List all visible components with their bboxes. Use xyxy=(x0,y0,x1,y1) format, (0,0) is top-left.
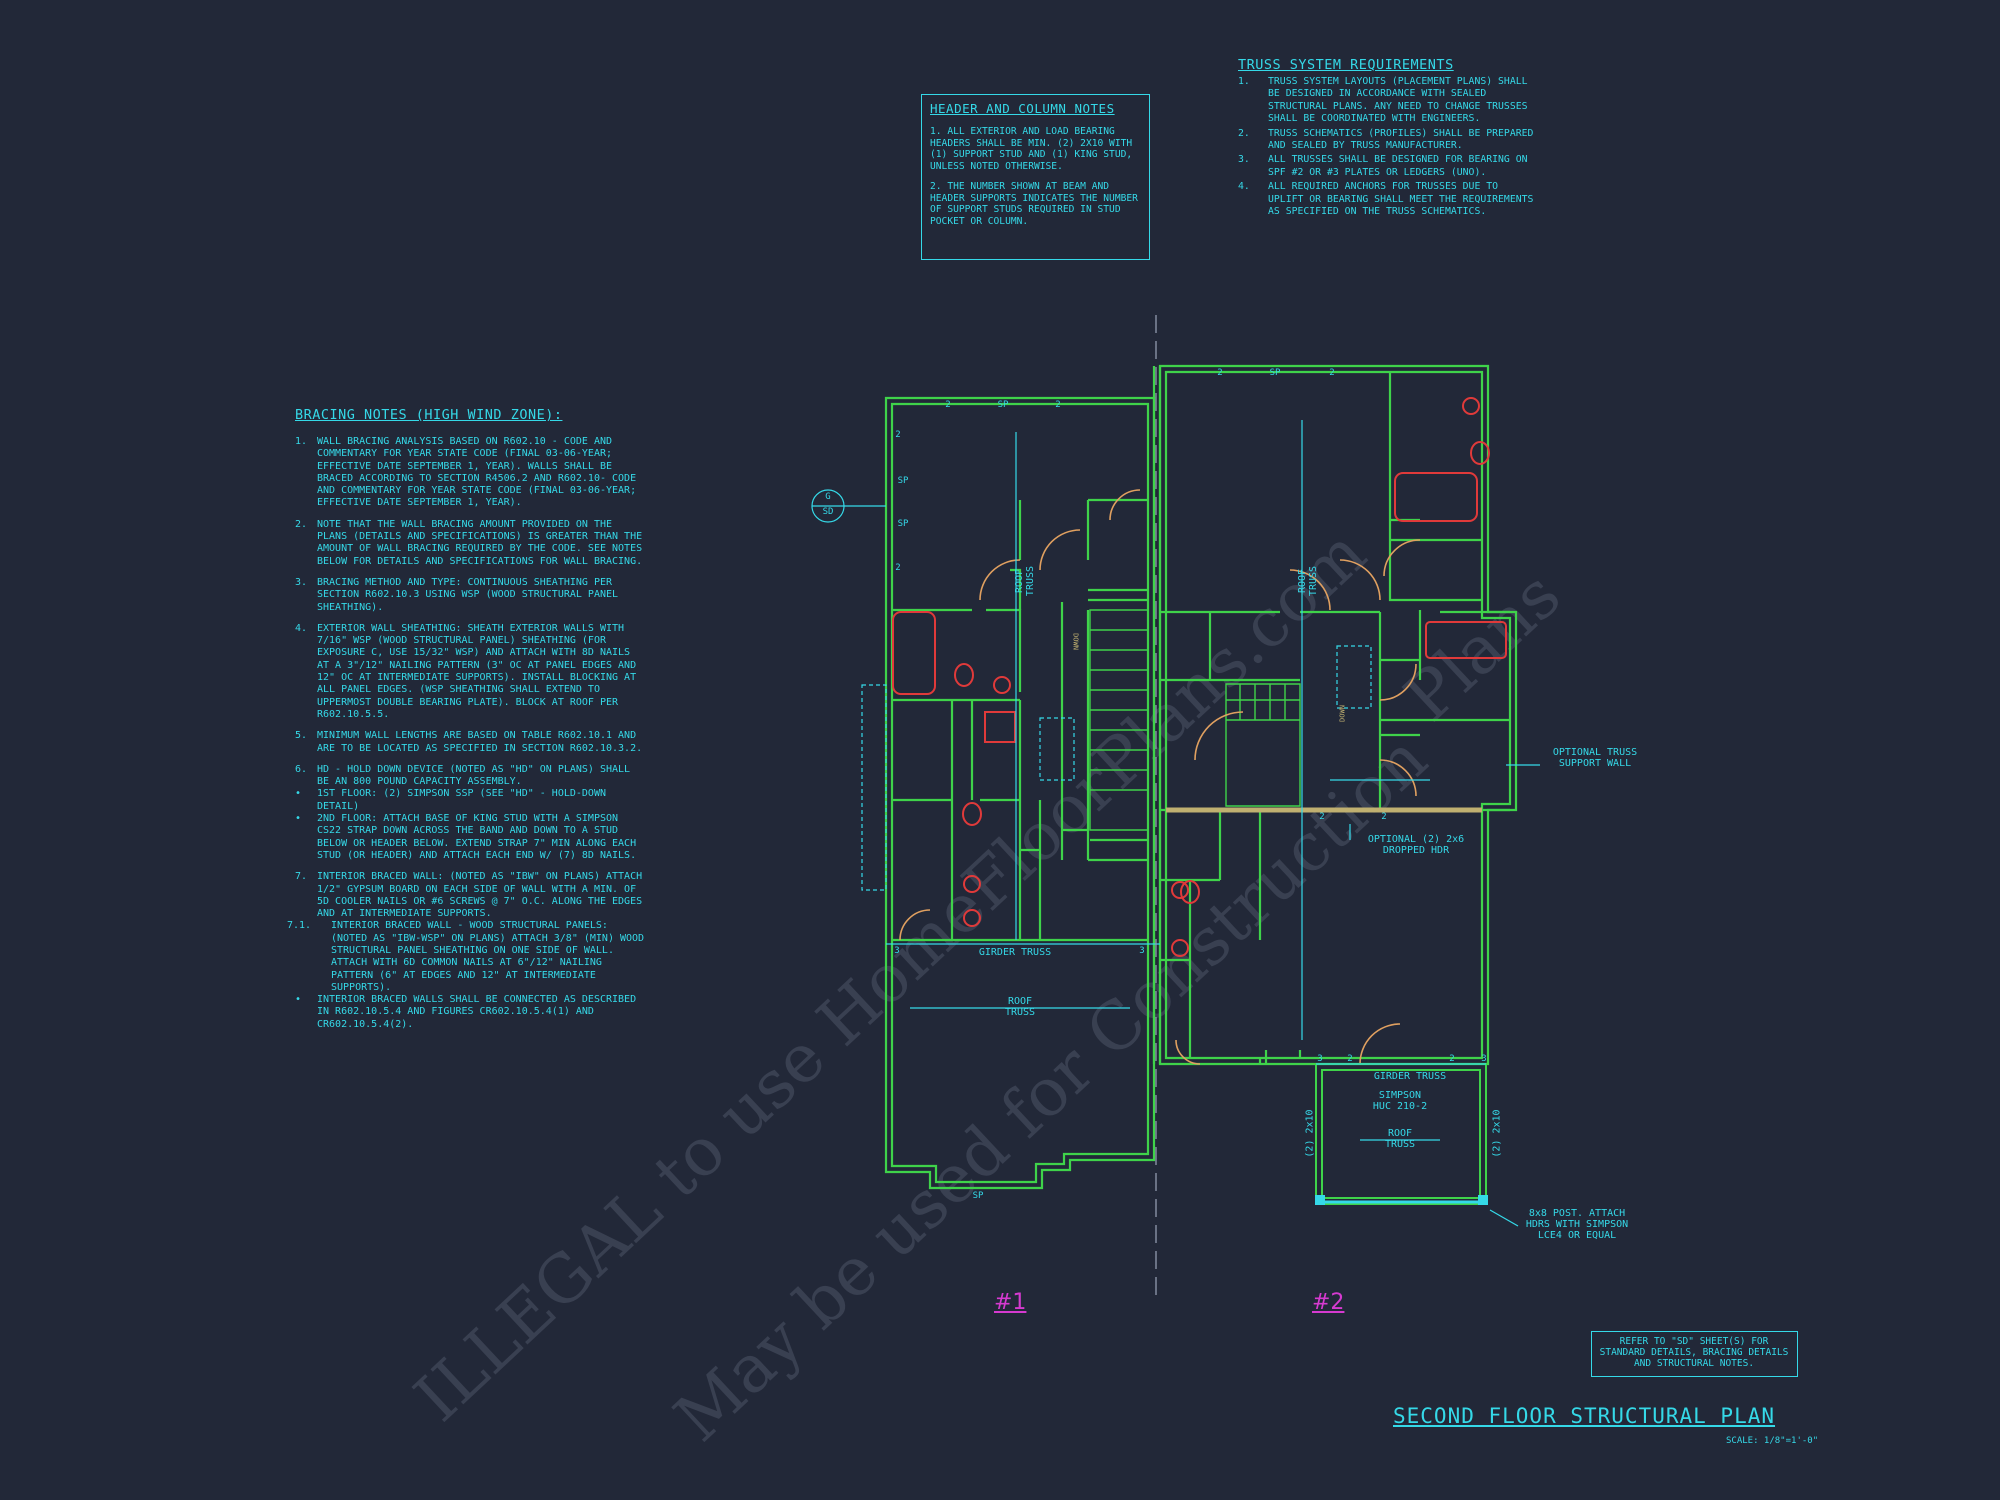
header-note-1: 1. ALL EXTERIOR AND LOAD BEARING HEADERS… xyxy=(930,126,1133,172)
roof-truss-vertical-1: ROOF TRUSS xyxy=(1014,565,1036,597)
sp-mark-2: SP xyxy=(1269,368,1281,378)
sp-mark-4: SP xyxy=(897,519,909,529)
truss-note-1: 1.TRUSS SYSTEM LAYOUTS (PLACEMENT PLANS)… xyxy=(1238,76,1528,125)
posts xyxy=(1315,1195,1488,1205)
doors xyxy=(899,489,1421,1065)
refer-note: REFER TO "SD" SHEET(S) FOR STANDARD DETA… xyxy=(1599,1336,1789,1369)
num-mark-14: 3 xyxy=(1481,1054,1487,1064)
girder-truss-2: GIRDER TRUSS xyxy=(1373,1071,1447,1082)
truss-note-2: 2.TRUSS SCHEMATICS (PROFILES) SHALL BE P… xyxy=(1238,127,1534,152)
header-notes-box xyxy=(921,94,1150,260)
plan-walls xyxy=(884,364,1518,1190)
sp-mark-3: SP xyxy=(897,476,909,486)
fixtures xyxy=(892,397,1507,957)
bracing-note-6: 6.HD - HOLD DOWN DEVICE (NOTED AS "HD" O… xyxy=(295,763,631,788)
unit-tag-2: #2 xyxy=(1312,1290,1345,1315)
post-note: 8x8 POST. ATTACH HDRS WITH SIMPSON LCE4 … xyxy=(1525,1208,1629,1241)
num-mark-4: 2 xyxy=(1329,368,1335,378)
scale-note: SCALE: 1/8"=1'-0" xyxy=(1726,1436,1819,1446)
bracing-notes-body: 1.WALL BRACING ANALYSIS BASED ON R602.10… xyxy=(287,436,645,1040)
refer-note-box xyxy=(1591,1331,1798,1377)
simpson-note: SIMPSON HUC 210-2 xyxy=(1372,1090,1428,1112)
header-notes-body: 1. ALL EXTERIOR AND LOAD BEARING HEADERS… xyxy=(930,126,1145,236)
bracing-note-7b: •INTERIOR BRACED WALLS SHALL BE CONNECTE… xyxy=(295,994,637,1030)
bracing-note-3: 3.BRACING METHOD AND TYPE: CONTINUOUS SH… xyxy=(295,576,619,613)
optional-hdr-note: OPTIONAL (2) 2x6 DROPPED HDR xyxy=(1367,834,1465,856)
sp-mark-5: SP xyxy=(972,1191,984,1201)
optional-truss-note: OPTIONAL TRUSS SUPPORT WALL xyxy=(1552,747,1638,769)
down-label-1: DOWN xyxy=(1071,633,1080,650)
porch-header-left: (2) 2x10 xyxy=(1304,1109,1316,1158)
bracing-note-2: 2.NOTE THAT THE WALL BRACING AMOUNT PROV… xyxy=(295,518,643,567)
num-mark-13: 2 xyxy=(1449,1054,1455,1064)
bracing-note-6a: •1ST FLOOR: (2) SIMPSON SSP (SEE "HD" - … xyxy=(295,788,606,812)
bracing-note-1: 1.WALL BRACING ANALYSIS BASED ON R602.10… xyxy=(295,436,637,509)
bracing-note-5: 5.MINIMUM WALL LENGTHS ARE BASED ON TABL… xyxy=(295,730,643,754)
truss-notes-title: TRUSS SYSTEM REQUIREMENTS xyxy=(1238,57,1454,73)
num-mark-2: 2 xyxy=(1055,400,1061,410)
bracing-note-7: 7.INTERIOR BRACED WALL: (NOTED AS "IBW" … xyxy=(295,871,643,920)
num-mark-5: 2 xyxy=(895,430,901,440)
bracing-note-4: 4.EXTERIOR WALL SHEATHING: SHEATH EXTERI… xyxy=(295,622,637,720)
roof-truss-vertical-2: ROOF TRUSS xyxy=(1297,565,1319,597)
sheet-title: SECOND FLOOR STRUCTURAL PLAN xyxy=(1393,1404,1776,1428)
truss-note-3: 3.ALL TRUSSES SHALL BE DESIGNED FOR BEAR… xyxy=(1238,154,1528,178)
header-note-2: 2. THE NUMBER SHOWN AT BEAM AND HEADER S… xyxy=(930,181,1138,227)
num-mark-8: 3 xyxy=(1139,946,1145,956)
bracing-notes-title: BRACING NOTES (HIGH WIND ZONE): xyxy=(295,407,563,423)
stairs xyxy=(1089,609,1301,831)
down-label-2: DOWN xyxy=(1338,705,1347,722)
unit-tag-1: #1 xyxy=(994,1290,1027,1315)
num-mark-11: 3 xyxy=(1317,1054,1323,1064)
num-mark-6: 2 xyxy=(895,563,901,573)
sp-mark-1: SP xyxy=(997,400,1009,410)
porch-header-right: (2) 2x10 xyxy=(1491,1109,1503,1158)
roof-truss-porch: ROOF TRUSS xyxy=(1384,1128,1416,1150)
bracing-note-6b: •2ND FLOOR: ATTACH BASE OF KING STUD WIT… xyxy=(295,813,637,861)
truss-notes-body: 1.TRUSS SYSTEM LAYOUTS (PLACEMENT PLANS)… xyxy=(1238,76,1538,220)
header-notes-title: HEADER AND COLUMN NOTES xyxy=(930,101,1115,116)
num-mark-1: 2 xyxy=(945,400,951,410)
num-mark-10: 2 xyxy=(1381,812,1387,822)
girder-truss-1: GIRDER TRUSS xyxy=(978,947,1052,958)
num-mark-3: 2 xyxy=(1217,368,1223,378)
num-mark-9: 2 xyxy=(1319,812,1325,822)
roof-truss-bottom: ROOF TRUSS xyxy=(1004,996,1036,1018)
grid-label-top: G xyxy=(825,492,831,502)
truss-note-4: 4.ALL REQUIRED ANCHORS FOR TRUSSES DUE T… xyxy=(1238,181,1534,218)
truss-lines xyxy=(811,315,1540,1300)
num-mark-12: 2 xyxy=(1347,1054,1353,1064)
bracing-note-7-1: 7.1.INTERIOR BRACED WALL - WOOD STRUCTUR… xyxy=(287,920,645,993)
grid-label-bottom: SD xyxy=(822,507,834,517)
num-mark-7: 3 xyxy=(894,946,900,956)
